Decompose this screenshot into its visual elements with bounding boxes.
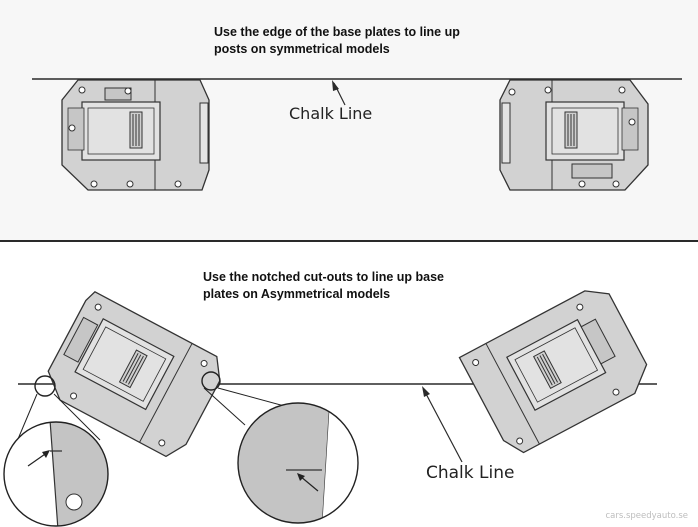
base-plate-top-left: [61, 79, 210, 191]
notch-marker-right: [201, 371, 221, 391]
base-plate-bottom-left: [47, 291, 221, 458]
bottom-caption: Use the notched cut-outs to line up base…: [203, 269, 444, 303]
base-plate-top-right: [499, 79, 649, 191]
bottom-caption-line2: plates on Asymmetrical models: [203, 287, 391, 301]
chalk-line-label-bottom: Chalk Line: [426, 463, 515, 483]
magnified-notch-left: [3, 421, 109, 527]
top-caption-line1: Use the edge of the base plates to line …: [214, 25, 460, 39]
chalk-arrow-top: [332, 80, 346, 106]
magnified-notch-right: [237, 402, 359, 524]
chalk-arrow-bottom: [422, 386, 463, 463]
panel-divider: [0, 240, 698, 242]
notch-marker-left: [34, 375, 56, 397]
bottom-caption-line1: Use the notched cut-outs to line up base: [203, 270, 444, 284]
chalk-line-label-top: Chalk Line: [289, 104, 373, 123]
base-plate-bottom-right: [458, 290, 648, 454]
top-caption-line2: posts on symmetrical models: [214, 42, 390, 56]
watermark: cars.speedyauto.se: [605, 511, 688, 521]
top-caption: Use the edge of the base plates to line …: [214, 24, 460, 58]
